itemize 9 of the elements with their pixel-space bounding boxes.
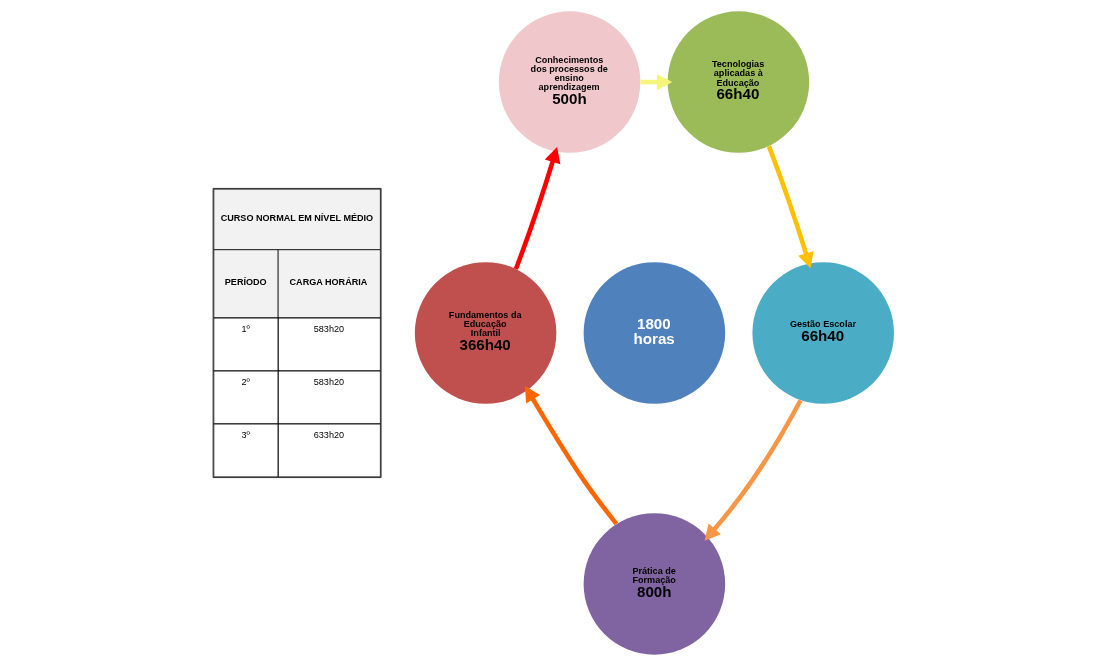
label: PERÍODO: [224, 277, 267, 288]
label: CARGA HORÁRIA: [289, 277, 368, 288]
label: 3º: [241, 429, 250, 440]
label: 633h20: [313, 429, 345, 440]
label: 583h20: [313, 376, 345, 387]
label: 1º: [241, 323, 250, 334]
label: 2º: [241, 376, 250, 387]
label: CURSO NORMAL EM NÍVEL MÉDIO: [220, 213, 374, 224]
label: 583h20: [313, 323, 345, 334]
